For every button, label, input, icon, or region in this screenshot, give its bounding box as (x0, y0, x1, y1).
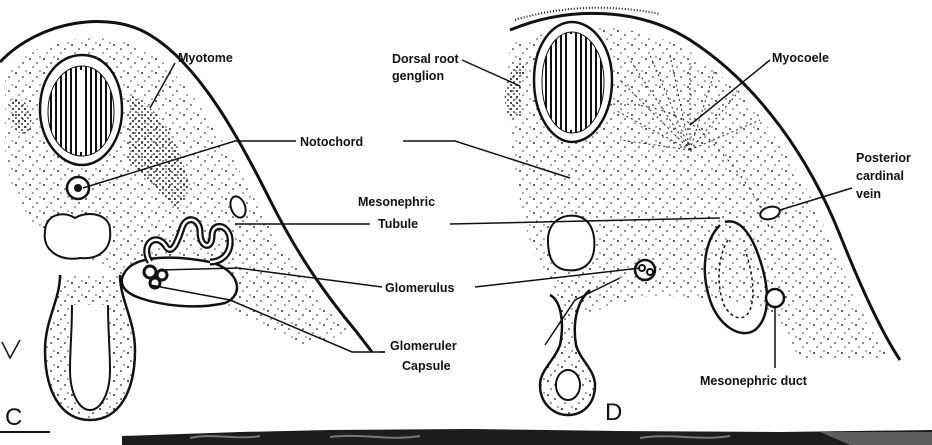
panel-d-mesonephric-duct (766, 289, 784, 307)
label-myocoele: Myocoele (772, 51, 829, 65)
label-mesonephric-tubule-line2: Tubule (378, 217, 418, 231)
panel-d-glomerulus (635, 260, 655, 280)
label-dorsal-root-ganglion-line2: genglion (392, 69, 444, 83)
label-glomerulus: Glomerulus (385, 281, 455, 295)
panel-c-aorta (45, 214, 111, 259)
panel-label-c: C (5, 404, 22, 431)
label-glomerular-capsule-line1: Glomeruler (390, 339, 457, 353)
label-posterior-cardinal-vein-line1: Posterior (856, 151, 911, 165)
label-mesonephric-tubule-line1: Mesonephric (358, 195, 435, 209)
panel-c-drawing (0, 21, 372, 420)
panel-label-d: D (605, 399, 622, 426)
panel-d-aorta (548, 216, 594, 271)
label-dorsal-root-ganglion-line1: Dorsal root (392, 52, 460, 66)
label-myotome: Myotome (178, 51, 233, 65)
bottom-scan-band (122, 429, 932, 445)
label-glomerular-capsule-line2: Capsule (402, 359, 451, 373)
panel-c-glomerular-capsule (122, 258, 237, 307)
label-posterior-cardinal-vein-line2: cardinal (856, 169, 904, 183)
label-posterior-cardinal-vein-line3: vein (856, 187, 881, 201)
panel-d-drawing (505, 8, 900, 415)
label-mesonephric-duct: Mesonephric duct (700, 374, 808, 388)
label-notochord: Notochord (300, 135, 363, 149)
